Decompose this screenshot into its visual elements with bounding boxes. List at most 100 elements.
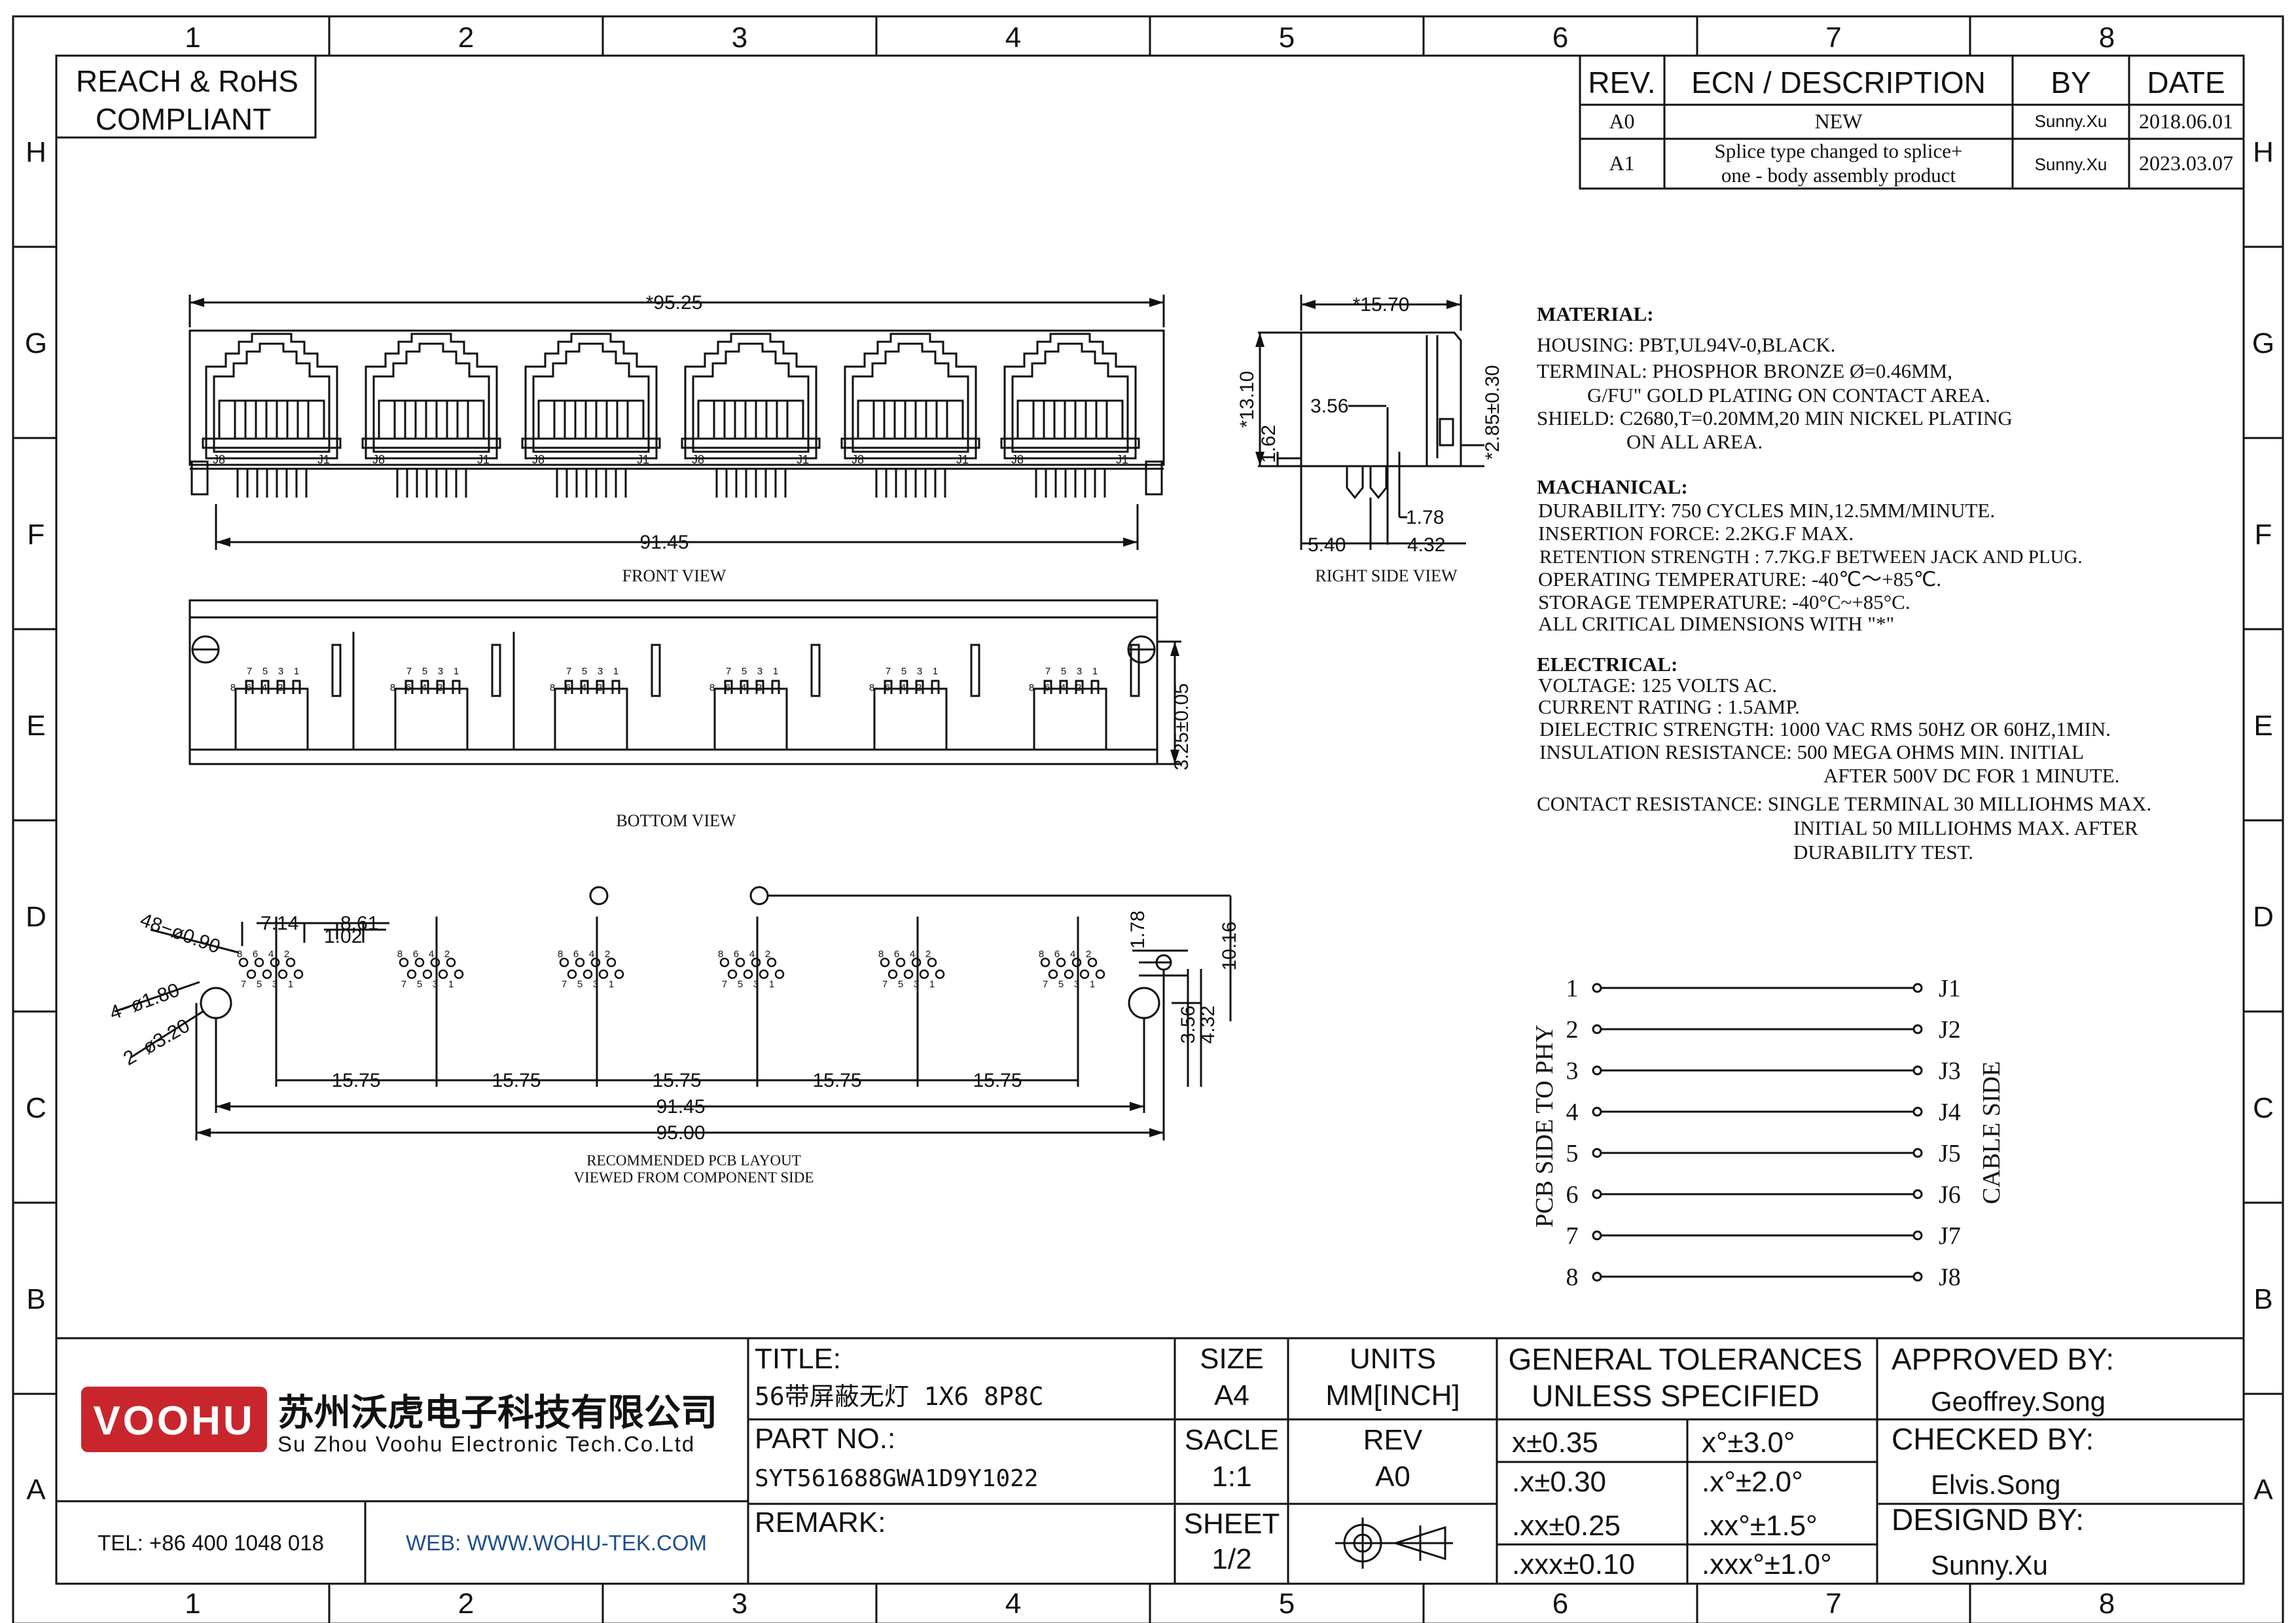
front-width-dimension: *95.25	[646, 292, 703, 314]
mechanical-line: RETENTION STRENGTH : 7.7KG.F BETWEEN JAC…	[1539, 547, 2083, 568]
rev-row1-date: 2018.06.01	[2139, 109, 2233, 133]
pcb-hole	[751, 957, 761, 968]
zone-row-label: E	[2253, 710, 2272, 742]
schematic-terminal	[1912, 1230, 1923, 1241]
zone-column-label: 5	[1279, 1588, 1295, 1620]
tolerances-title-line2: UNLESS SPECIFIED	[1532, 1379, 1820, 1413]
zone-tick-marks	[13, 16, 2283, 1623]
title-value: 56带屏蔽无灯 1X6 8P8C	[755, 1382, 1044, 1411]
terminal-pin	[611, 680, 620, 694]
remark-label: REMARK:	[755, 1506, 886, 1539]
pcb-hole	[454, 969, 464, 979]
title-block: VOOHU 苏州沃虎电子科技有限公司 Su Zhou Voohu Electro…	[56, 1337, 2244, 1584]
terminal-number: 1	[933, 666, 938, 677]
side-depth-dimension: *15.70	[1353, 294, 1410, 316]
pcb-pin-number: 3	[914, 979, 919, 990]
pcb-9500-dimension: 95.00	[656, 1122, 705, 1144]
mechanical-line: ALL CRITICAL DIMENSIONS WITH "*"	[1538, 612, 1894, 635]
schematic-pin-number: 3	[1566, 1057, 1579, 1085]
terminal-number: 1	[613, 666, 619, 677]
terminal-number: 3	[1077, 666, 1082, 677]
front-view-caption: FRONT VIEW	[622, 566, 726, 585]
terminal-number: 1	[773, 666, 778, 677]
right-side-view: *15.70 *13.10 1.62 3.56 5.40 4.32 1.78 *…	[1236, 294, 1503, 585]
zone-column-label: 4	[1005, 1588, 1021, 1620]
schematic-connection	[1592, 1230, 1923, 1241]
schematic-connection	[1592, 983, 1923, 993]
pcb-pin-number: 5	[577, 979, 583, 990]
jack-base	[202, 437, 342, 449]
terminal-number: 7	[1045, 666, 1050, 677]
terminal-block	[234, 687, 309, 751]
pin-label-j8: J8	[213, 453, 225, 466]
approved-by-label: APPROVED BY:	[1892, 1342, 2114, 1376]
pcb-hole	[446, 957, 456, 968]
pcb-102-dimension: 1.02	[324, 926, 362, 947]
pcb-hole	[759, 969, 769, 979]
terminal-pin	[755, 680, 764, 694]
pcb-2-holes-dimension: 2−ø3.20	[120, 1015, 194, 1070]
pcb-pin-number: 7	[562, 979, 567, 990]
material-line: SHIELD: C2680,T=0.20MM,20 MIN NICKEL PLA…	[1537, 407, 2013, 429]
tolerances-title-line1: GENERAL TOLERANCES	[1508, 1342, 1862, 1376]
pcb-hole	[766, 957, 777, 968]
terminal-number: 6	[725, 682, 730, 693]
pitch-dimension: 15.75	[812, 1070, 861, 1091]
pcb-pin-number: 6	[573, 949, 579, 960]
checked-by-label: CHECKED BY:	[1892, 1422, 2094, 1456]
terminal-number: 7	[566, 666, 571, 677]
tolerance-angular: .x°±2.0°	[1702, 1466, 1803, 1498]
schematic-pin-number: 8	[1566, 1264, 1579, 1291]
pcb-hole	[559, 957, 569, 968]
schematic-connection	[1592, 1065, 1923, 1076]
schematic-terminal	[1912, 1065, 1923, 1076]
pcb-861-dimension: 8.61	[340, 913, 378, 934]
schematic-connection	[1592, 1148, 1923, 1158]
pcb-hole	[1048, 969, 1058, 979]
pcb-178-dimension: 1.78	[1127, 911, 1149, 949]
pcb-hole	[278, 969, 288, 979]
terminal-number: 2	[278, 682, 283, 693]
terminal-number: 7	[886, 666, 891, 677]
pcb-9145-dimension: 91.45	[656, 1096, 705, 1118]
rev-row2-ecn-line1: Splice type changed to splice+	[1714, 139, 1962, 162]
pcb-pin-number: 1	[288, 979, 293, 990]
terminal-pin	[1075, 680, 1084, 694]
schematic-terminal	[1592, 1065, 1602, 1076]
terminal-number: 8	[550, 682, 555, 693]
jack-base	[1000, 437, 1140, 449]
terminal-block	[873, 687, 948, 751]
jack-port	[1000, 333, 1140, 498]
pcb-pin-number: 4	[910, 949, 915, 960]
designed-by-label: DESIGND BY:	[1892, 1503, 2084, 1537]
pcb-hole	[774, 969, 785, 979]
schematic-jack-label: J6	[1939, 1181, 1961, 1209]
pin-label-j8: J8	[372, 453, 385, 466]
material-line: ON ALL AREA.	[1626, 430, 1763, 453]
shield-slot	[810, 644, 821, 697]
electrical-line: CONTACT RESISTANCE: SINGLE TERMINAL 30 M…	[1537, 792, 2151, 815]
contact-web: WEB: WWW.WOHU-TEK.COM	[406, 1531, 707, 1555]
pcb-pin-number: 4	[429, 949, 434, 960]
terminal-pin	[884, 680, 893, 694]
terminal-number: 2	[597, 682, 602, 693]
zone-row-label: F	[2255, 519, 2272, 551]
terminal-number: 4	[1060, 682, 1066, 693]
rev-row2-ecn-line2: one - body assembly product	[1721, 164, 1956, 187]
zone-column-label: 7	[1825, 22, 1841, 54]
pcb-hole	[238, 957, 249, 968]
pcb-pin-number: 3	[433, 979, 438, 990]
terminal-pin	[260, 680, 270, 694]
pcb-pin-number: 2	[605, 949, 610, 960]
pcb-hole	[575, 957, 585, 968]
pcb-hole	[1071, 957, 1082, 968]
pcb-pin-number: 5	[257, 979, 262, 990]
pcb-hole-groups: 7856341278563412785634127856341278563412…	[237, 917, 1105, 1087]
terminal-number: 2	[916, 682, 922, 693]
side-285-dimension: *2.85±0.30	[1482, 365, 1503, 460]
schematic-terminal	[1592, 1189, 1602, 1199]
terminal-number: 8	[390, 682, 395, 693]
pcb-pin-number: 8	[878, 949, 884, 960]
